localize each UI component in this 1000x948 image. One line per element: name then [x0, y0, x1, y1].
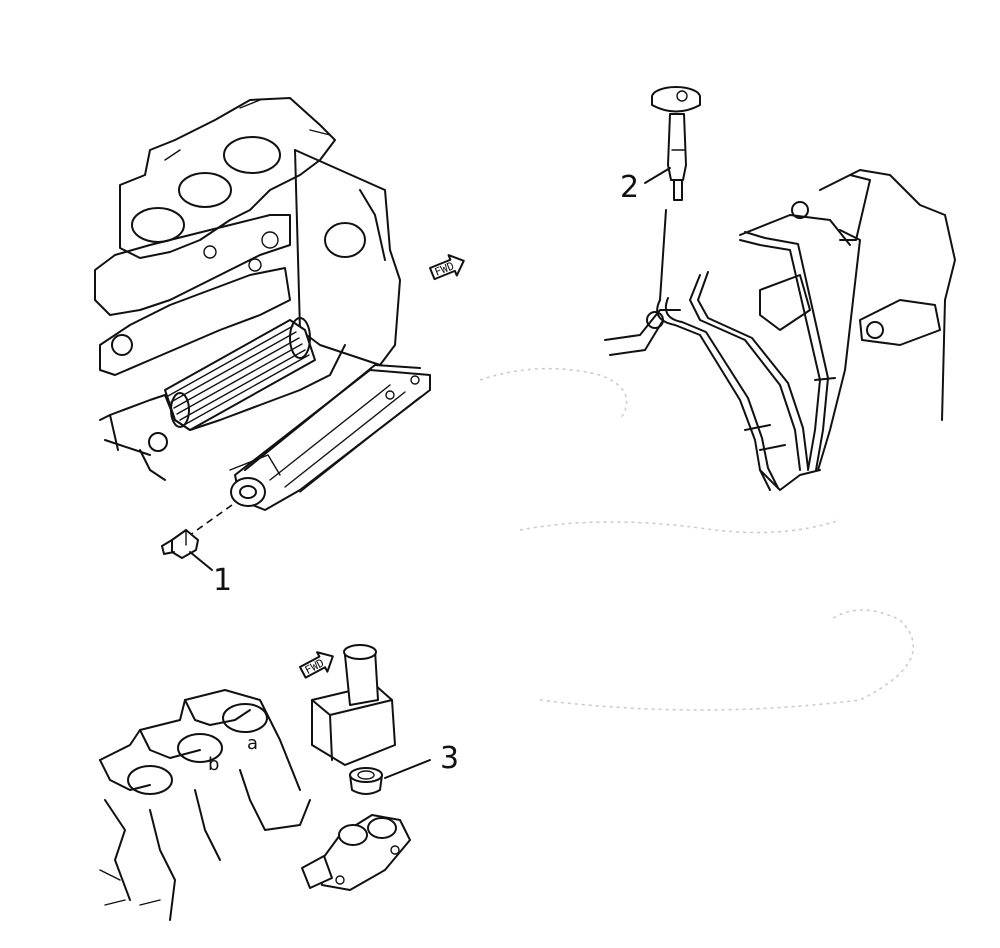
bleed-through	[479, 367, 915, 711]
leader-line-3	[384, 759, 431, 779]
part-3-thermostat	[349, 767, 383, 795]
marker-b: b	[208, 754, 219, 775]
fwd-arrow-bottom: FWD	[299, 651, 334, 679]
engine-block-oil-cooler-view: 1	[94, 97, 431, 598]
callout-2: 2	[620, 170, 639, 205]
thermostat-housing-view: b a 3	[99, 644, 459, 921]
callout-3: 3	[440, 741, 459, 776]
part-1-pressure-switch	[161, 529, 199, 559]
fwd-arrow-top: FWD	[429, 254, 465, 281]
injection-pipes-view: 2	[604, 86, 956, 491]
leader-line-2	[644, 167, 671, 184]
part-2-injector	[651, 86, 701, 201]
callout-1: 1	[213, 563, 232, 598]
leader-line-1	[189, 551, 213, 571]
marker-a: a	[247, 733, 258, 754]
